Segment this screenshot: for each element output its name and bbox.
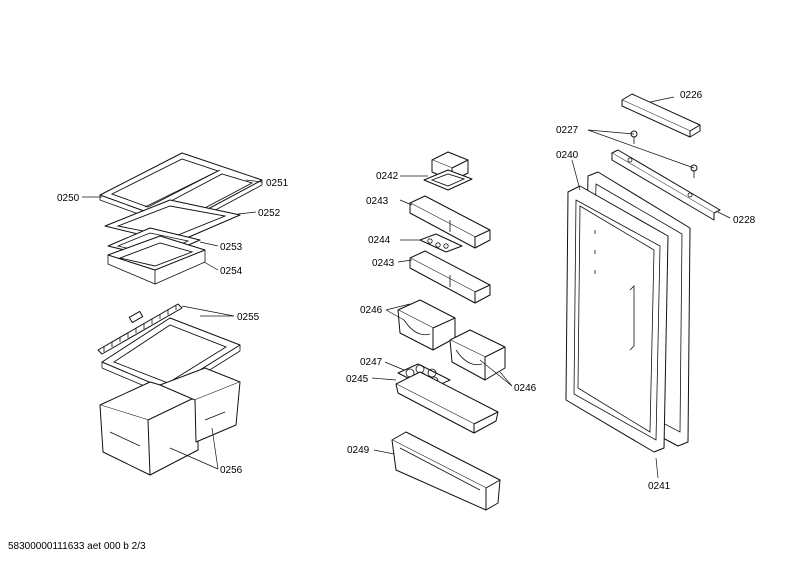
label-0240: 0240 [556,150,579,161]
label-0228: 0228 [733,215,756,226]
label-0250: 0250 [57,193,80,204]
label-0251: 0251 [266,178,289,189]
label-0254: 0254 [220,266,243,277]
label-0249: 0249 [347,445,370,456]
label-0252: 0252 [258,208,281,219]
label-0243-upper: 0243 [366,196,389,207]
document-id: 58300000111633 aet 000 b 2/3 [8,541,146,552]
screw-icon [630,130,638,144]
door-assembly [565,93,721,453]
leader-lines [82,96,731,479]
shelf-assembly-upper [99,152,263,285]
label-0255: 0255 [237,312,260,323]
label-0256: 0256 [220,465,243,476]
callout-labels: 0226 0227 0240 0228 0241 0242 0243 0244 … [57,90,756,492]
door-bins [391,151,506,511]
label-0246-right: 0246 [514,383,537,394]
label-0226: 0226 [680,90,703,101]
label-0227: 0227 [556,125,579,136]
label-0243-lower: 0243 [372,258,395,269]
label-0241: 0241 [648,481,671,492]
shelf-assembly-lower [97,303,241,476]
label-0244: 0244 [368,235,391,246]
label-0245: 0245 [346,374,369,385]
label-0247: 0247 [360,357,383,368]
label-0242: 0242 [376,171,399,182]
label-0246-left: 0246 [360,305,383,316]
label-0253: 0253 [220,242,243,253]
